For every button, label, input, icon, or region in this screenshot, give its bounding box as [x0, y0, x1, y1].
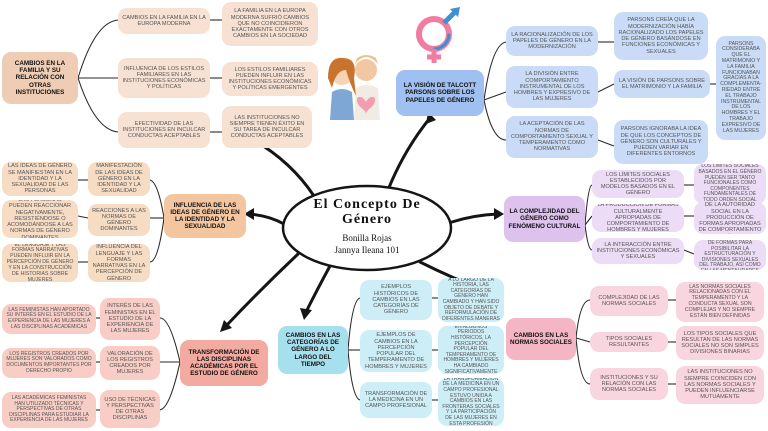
parsons-detail-2: La visión de Parsons sobre el matrimonio…	[614, 70, 710, 98]
complexity-item-2: La producción de formas culturalmente ap…	[592, 204, 684, 232]
influence-detail-3: El lenguaje y las formas narrativas pued…	[2, 244, 78, 282]
family-item-3: Efectividad de las instituciones en incu…	[118, 112, 210, 148]
parsons-detail-1: Parsons creía que la modernización había…	[614, 12, 708, 60]
social-item-2: Tipos sociales resultantes	[590, 332, 668, 352]
historical-item-1: Ejemplos históricos de cambios en las ca…	[360, 280, 432, 320]
social-detail-2: Los tipos sociales que resultan de las n…	[676, 326, 764, 360]
social-detail-1: Las normas sociales relacionadas con el …	[676, 282, 764, 322]
central-topic: El Concepto De Género Bonilla Rojas Jann…	[280, 183, 454, 273]
historical-detail-1: A lo largo de la historia, las categoría…	[438, 278, 504, 322]
historical-detail-3: La transformación de la medicina en un c…	[438, 378, 504, 426]
influence-item-1: Manifestación de las ideas de género en …	[88, 162, 150, 196]
influence-detail-2: Las personas pueden reaccionar negativam…	[2, 200, 78, 238]
disciplines-item-2: Valoración de los registros creados por …	[100, 346, 160, 380]
complexity-hub: La complejidad del género como fenómeno …	[504, 196, 585, 242]
complexity-detail-1: Los límites sociales basados en el géner…	[694, 164, 766, 204]
social-item-1: Complejidad de las normas sociales	[590, 286, 668, 316]
parsons-item-3: La aceptación de las normas de comportam…	[506, 116, 598, 158]
influence-hub: Influencia de las ideas de género en la …	[164, 194, 246, 238]
disciplines-detail-2: Los registros creados por mujeres son va…	[2, 348, 96, 378]
central-title: El Concepto De Género	[313, 197, 421, 228]
couple-illustration	[316, 44, 396, 120]
family-item-2: Influencia de los estilos familiares en …	[118, 58, 210, 98]
author-name: Bonilla Rojas	[342, 233, 392, 243]
complexity-detail-3: Las economías capitalistas dependen de f…	[694, 240, 766, 270]
author-group: Jannya Ileana 101	[334, 245, 400, 255]
social-item-3: Instituciones y su relación con las norm…	[590, 368, 668, 400]
gender-symbol-icon	[410, 6, 462, 66]
family-item-1: Cambios en la familia en la Europa moder…	[118, 8, 210, 34]
disciplines-detail-3: Las académicas feministas han utilizado …	[2, 392, 96, 428]
parsons-detail-3: Parsons ignoraba la idea de que los conc…	[614, 120, 708, 164]
family-hub: Cambios en la familia y su relación con …	[2, 52, 78, 104]
historical-hub: Cambios en las categorías de género a lo…	[278, 326, 348, 374]
influence-item-3: Influencia del lenguaje y las formas nar…	[88, 244, 150, 282]
complexity-detail-2: La función central de la autoridad socia…	[694, 202, 766, 234]
family-detail-3: Las instituciones no siempre tienen éxit…	[222, 106, 312, 148]
influence-detail-1: Las ideas de género se manifiestan en la…	[2, 162, 78, 196]
complexity-item-3: La interacción entre instituciones econó…	[592, 238, 684, 264]
social-hub: Cambios en las normas sociales	[506, 318, 576, 360]
historical-item-3: Transformación de la medicina en un camp…	[360, 382, 432, 418]
parsons-extra-2: Parsons consideraba que el matrimonio y …	[716, 36, 766, 140]
disciplines-item-1: Interés de las feministas en el estudio …	[100, 298, 160, 340]
influence-item-2: Reacciones a las normas de género domina…	[88, 204, 150, 236]
parsons-item-1: La racionalización de los papeles de gén…	[506, 26, 598, 56]
disciplines-hub: Transformación de las disciplinas académ…	[180, 340, 268, 386]
complexity-item-1: Los límites sociales establecidos por mo…	[592, 170, 684, 198]
social-detail-3: Las instituciones no siempre coinciden c…	[676, 366, 764, 404]
disciplines-item-3: Uso de técnicas y perspectivas de otras …	[100, 390, 160, 428]
historical-detail-2: En algunos periodos históricos, la perce…	[438, 326, 504, 374]
family-detail-2: Los estilos familiares pueden influir en…	[222, 62, 318, 96]
disciplines-detail-1: Las feministas han aportado su interés e…	[2, 304, 96, 334]
family-detail-1: La familia en la Europa moderna sufrió c…	[222, 2, 318, 46]
parsons-item-2: La división entre comportamiento instrum…	[506, 66, 598, 108]
parsons-hub: La visión de Talcott Parsons sobre los p…	[396, 70, 484, 116]
historical-item-2: Ejemplos de cambios en la percepción pop…	[360, 330, 432, 372]
